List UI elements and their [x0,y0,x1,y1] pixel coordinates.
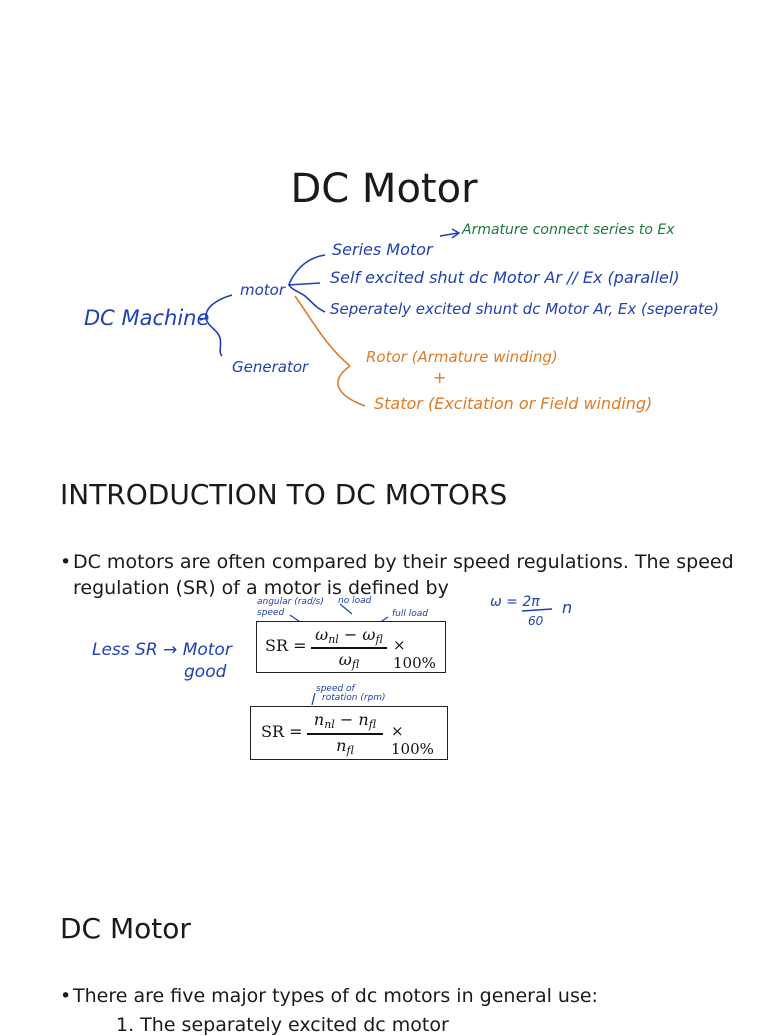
den-symbol: n [336,736,347,755]
formula-numerator: nnl − nfl [307,710,383,731]
bullet-dot: • [60,551,72,573]
note-motor: motor [240,281,286,299]
note-rotor: Rotor (Armature winding) [366,348,558,366]
note-angular: angular (rad/s) [257,597,324,607]
list-item-separately-excited: 1. The separately excited dc motor [116,1014,449,1036]
bullet-text: There are five major types of dc motors … [73,985,598,1007]
num-sub-a: nl [324,718,335,731]
note-series-armature: Armature connect series to Ex [462,222,675,238]
note-n: n [562,598,573,617]
note-sixty: 60 [528,614,544,628]
fraction-line [311,647,387,649]
note-full-load: full load [392,609,428,619]
formula-speed-regulation-n: SR = nnl − nfl nfl × 100% [250,706,448,760]
note-dc-machine: DC Machine [84,306,210,330]
bullet-dot: • [60,985,72,1007]
note-rotation-rpm: rotation (rpm) [322,693,386,703]
formula-times: × 100% [393,636,436,672]
formula-denominator: nfl [307,736,383,757]
note-good: good [184,662,227,682]
note-less-sr: Less SR → Motor [92,640,232,660]
formula-lhs: SR = [261,722,303,741]
num-symbol-a: ω [315,625,329,644]
note-no-load: no load [338,596,372,606]
note-speed: speed [257,608,285,618]
formula-numerator: ωnl − ωfl [311,625,387,646]
fraction-line [307,733,383,735]
note-separately-excited: Seperately excited shunt dc Motor Ar, Ex… [330,300,720,318]
slide-title: DC Motor [290,166,478,212]
bullet-text: DC motors are often compared by their sp… [73,551,734,599]
num-symbol-a: n [313,710,325,729]
num-symbol-b: n [358,710,369,729]
formula-denominator: ωfl [311,650,387,671]
formula-lhs: SR = [265,636,307,655]
note-stator: Stator (Excitation or Field winding) [374,394,653,413]
den-sub: fl [351,658,360,671]
num-sub-b: fl [375,633,383,646]
note-speed-of: speed of [316,684,355,694]
num-sub-a: nl [328,633,339,646]
section-heading-dc-motor: DC Motor [60,912,191,945]
note-plus: + [433,368,447,387]
note-omega-equals: ω = 2π [490,594,540,610]
note-generator: Generator [232,358,309,376]
formula-times: × 100% [391,722,434,758]
den-sub: fl [346,744,354,757]
num-minus: − [339,710,354,729]
num-minus: − [343,625,358,644]
note-self-excited: Self excited shut dc Motor Ar // Ex (par… [330,268,680,287]
formula-speed-regulation-omega: SR = ωnl − ωfl ωfl × 100% [256,621,446,673]
num-sub-b: fl [368,718,377,731]
bullet-speed-regulation: • DC motors are often compared by their … [60,549,750,601]
note-series-motor: Series Motor [332,240,433,259]
bullet-five-types: • There are five major types of dc motor… [60,983,750,1009]
den-symbol: ω [338,650,352,669]
num-symbol-b: ω [362,625,376,644]
section-heading-introduction: INTRODUCTION TO DC MOTORS [60,478,508,511]
